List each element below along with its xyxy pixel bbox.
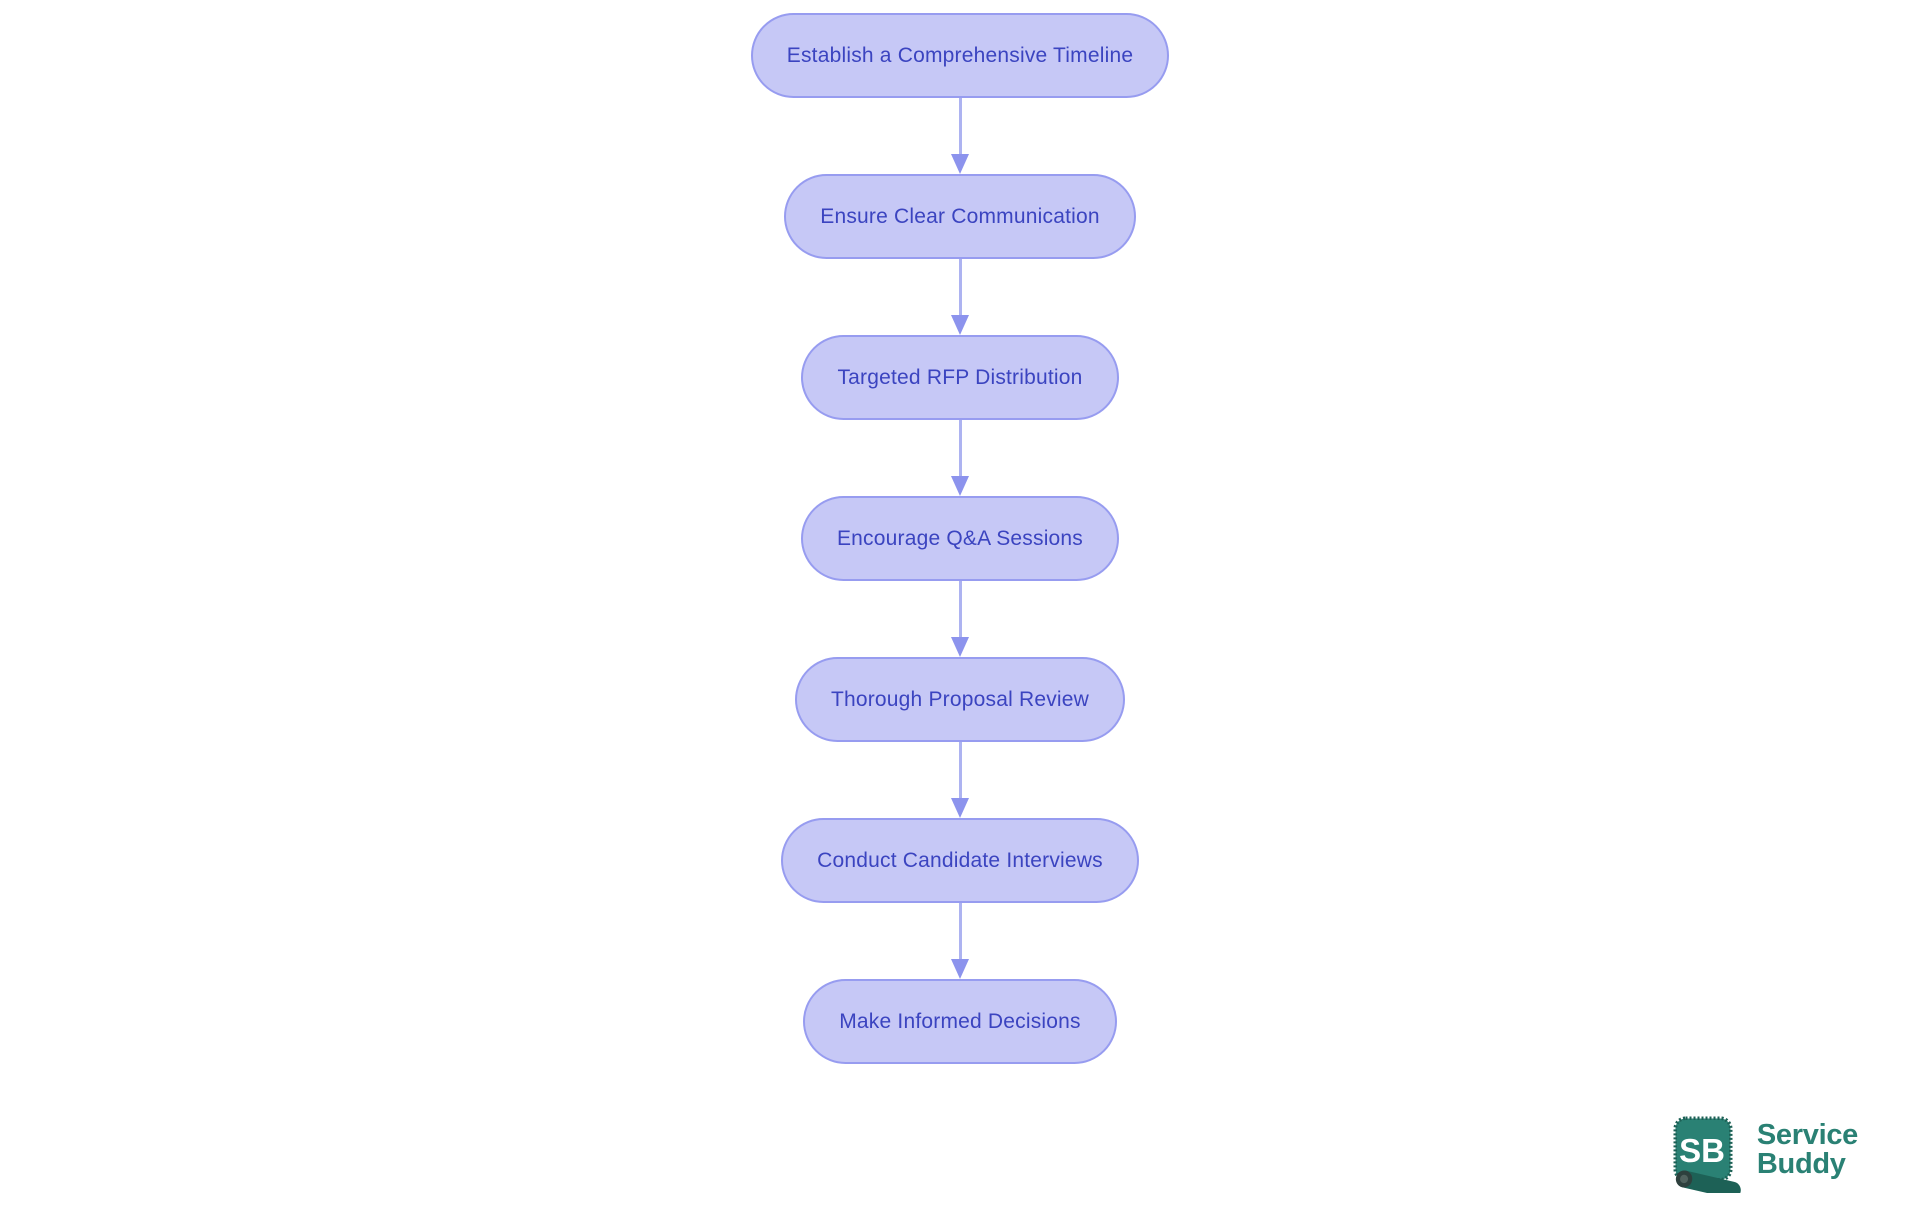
flow-node-2: Ensure Clear Communication: [784, 174, 1136, 259]
flowchart: Establish a Comprehensive Timeline Ensur…: [0, 13, 1920, 1064]
flow-node-3: Targeted RFP Distribution: [801, 335, 1119, 420]
flow-node-7: Make Informed Decisions: [803, 979, 1117, 1064]
logo-name-line2: Buddy: [1756, 1148, 1846, 1180]
arrow-down-connector: [951, 742, 969, 818]
arrow-down-connector: [951, 98, 969, 174]
flow-node-label: Targeted RFP Distribution: [837, 365, 1083, 389]
arrow-line: [958, 903, 962, 960]
flow-node-label: Thorough Proposal Review: [830, 687, 1090, 711]
logo-wordmark: Service Buddy: [1757, 1115, 1858, 1179]
flow-node-label: Encourage Q&A Sessions: [836, 526, 1084, 550]
arrow-down-connector: [951, 581, 969, 657]
arrow-line: [958, 98, 962, 155]
arrow-line: [958, 259, 962, 316]
arrow-down-connector: [951, 420, 969, 496]
arrow-head-icon: [951, 154, 969, 174]
arrow-line: [958, 742, 962, 799]
flow-node-6: Conduct Candidate Interviews: [781, 818, 1139, 903]
arrow-head-icon: [951, 476, 969, 496]
arrow-down-connector: [951, 903, 969, 979]
arrow-line: [958, 420, 962, 477]
flow-node-label: Establish a Comprehensive Timeline: [786, 43, 1134, 67]
arrow-head-icon: [951, 798, 969, 818]
arrow-head-icon: [951, 315, 969, 335]
arrow-head-icon: [951, 637, 969, 657]
service-buddy-badge-icon: SB: [1673, 1116, 1741, 1193]
flow-node-label: Make Informed Decisions: [839, 1009, 1081, 1033]
flow-node-label: Conduct Candidate Interviews: [817, 848, 1103, 872]
flow-node-4: Encourage Q&A Sessions: [800, 496, 1120, 581]
arrow-down-connector: [951, 259, 969, 335]
arrow-head-icon: [951, 959, 969, 979]
flow-node-label: Ensure Clear Communication: [820, 204, 1100, 228]
flow-node-1: Establish a Comprehensive Timeline: [750, 13, 1170, 98]
badge-sb-text: SB: [1679, 1132, 1725, 1169]
logo-name-line1: Service: [1756, 1119, 1858, 1151]
flow-node-5: Thorough Proposal Review: [794, 657, 1126, 742]
arrow-line: [958, 581, 962, 638]
service-buddy-logo: SB Service Buddy: [1670, 1115, 1858, 1193]
